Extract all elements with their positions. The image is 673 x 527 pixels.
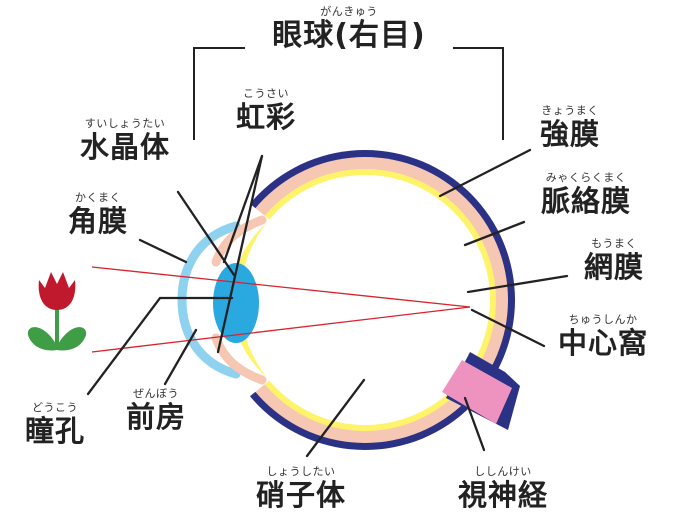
- crystalline-lens-text: 水晶体: [79, 130, 170, 164]
- label-anterior-chamber: ぜんぼう 前房: [108, 388, 204, 432]
- sclera-text: 強膜: [539, 117, 600, 151]
- cornea-text: 角膜: [67, 204, 128, 238]
- cornea-ruby: かくまく: [75, 191, 121, 204]
- leader-iris-1: [222, 154, 264, 264]
- tulip-flower: [38, 272, 76, 310]
- eyeball-bracket: [193, 47, 504, 140]
- cornea-shape: [177, 221, 241, 379]
- vitreous-body-text: 硝子体: [255, 478, 346, 512]
- leader-sclera: [438, 148, 532, 198]
- label-pupil: どうこう 瞳孔: [12, 402, 98, 446]
- vitreous-interior: [240, 175, 490, 425]
- pupil-ruby: どうこう: [32, 401, 78, 414]
- optic-nerve-core: [442, 360, 512, 424]
- label-vitreous-body: しょうしたい 硝子体: [236, 466, 366, 510]
- fovea-ruby: ちゅうしんか: [568, 313, 638, 326]
- tulip-leaf-left: [27, 327, 57, 351]
- label-cornea: かくまく 角膜: [50, 192, 146, 236]
- vitreous-body-ruby: しょうしたい: [266, 465, 336, 478]
- leader-vitreous-body: [305, 378, 366, 458]
- light-ray-lower: [91, 306, 471, 353]
- leader-cornea: [138, 238, 188, 264]
- anterior-chamber-text: 前房: [125, 400, 186, 434]
- title-text: 眼球(右目): [272, 18, 426, 53]
- label-fovea: ちゅうしんか 中心窩: [538, 314, 668, 358]
- pupil-text: 瞳孔: [24, 414, 85, 448]
- label-choroid: みゃくらくまく 脈絡膜: [518, 172, 654, 216]
- crystalline-lens-ruby: すいしょうたい: [84, 117, 166, 130]
- leader-retina: [466, 274, 569, 294]
- label-sclera: きょうまく 強膜: [520, 105, 620, 149]
- leader-anterior-chamber: [163, 328, 198, 386]
- optic-nerve-text: 視神経: [457, 478, 548, 512]
- iris-lower: [211, 333, 267, 385]
- fovea-text: 中心窩: [557, 326, 648, 360]
- anterior-opening: [202, 190, 270, 410]
- retina-text: 網膜: [583, 250, 644, 284]
- light-ray-upper: [91, 266, 471, 308]
- eyeball-title: がんきゅう 眼球(右目): [233, 6, 465, 51]
- label-optic-nerve: ししんけい 視神経: [438, 466, 568, 510]
- leader-fovea: [470, 308, 546, 348]
- sclera-ruby: きょうまく: [541, 104, 599, 117]
- choroid-ruby: みゃくらくまく: [545, 171, 627, 184]
- iris-text: 虹彩: [235, 100, 296, 134]
- tulip-leaf-right: [57, 327, 87, 351]
- iris-ruby: こうさい: [243, 87, 289, 100]
- anterior-chamber-ruby: ぜんぼう: [133, 387, 179, 400]
- retina-ruby: もうまく: [591, 237, 637, 250]
- label-crystalline-lens: すいしょうたい 水晶体: [60, 118, 190, 162]
- title-ruby: がんきゅう: [320, 5, 378, 18]
- leader-choroid: [463, 220, 526, 247]
- leader-optic-nerve: [463, 396, 486, 452]
- leader-iris-2: [216, 154, 264, 354]
- tulip-icon: [27, 272, 87, 351]
- leader-pupil: [86, 296, 234, 396]
- optic-nerve-ruby: ししんけい: [474, 465, 532, 478]
- label-retina: もうまく 網膜: [566, 238, 662, 282]
- label-iris: こうさい 虹彩: [218, 88, 314, 132]
- choroid-text: 脈絡膜: [540, 184, 631, 218]
